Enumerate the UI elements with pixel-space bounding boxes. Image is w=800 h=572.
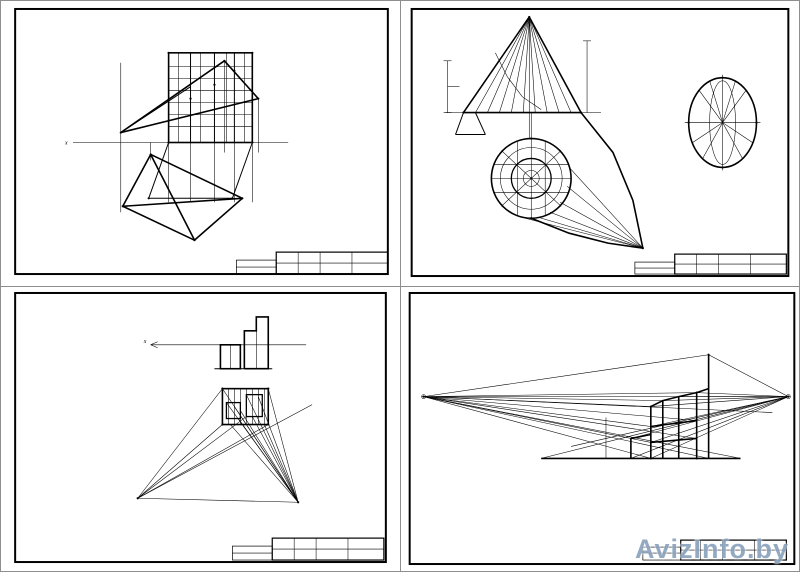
svg-text:x: x [143,339,147,345]
svg-text:x: x [64,140,68,146]
sheet-top-left: x [1,1,401,287]
sheet-top-right [401,1,799,287]
sheet-bottom-left: x [1,287,401,571]
sheet-bottom-left-drawing: x [14,291,387,564]
sheet-top-right-drawing [410,7,790,278]
sheet-bottom-right [401,287,799,571]
sheet-top-left-drawing: x [14,7,389,276]
sheet-bottom-right-drawing [408,291,796,566]
